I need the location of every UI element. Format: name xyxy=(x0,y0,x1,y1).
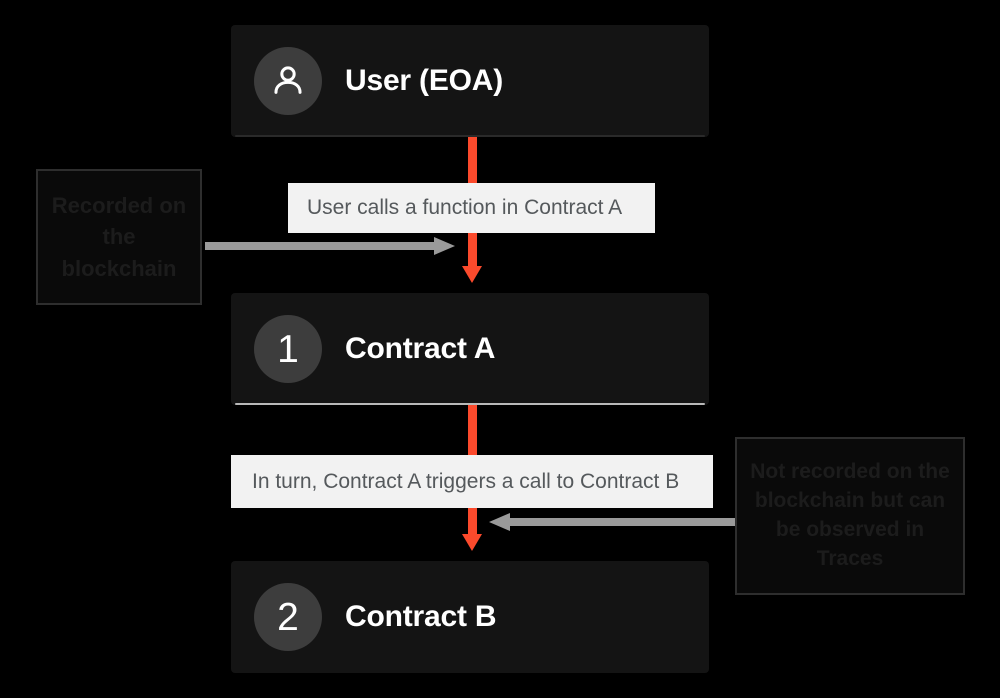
node-contract-a[interactable]: 1 Contract A xyxy=(231,293,709,405)
connector-arrow-right-annotation xyxy=(489,513,737,531)
step-number: 1 xyxy=(277,327,299,371)
connector-shaft xyxy=(507,518,737,526)
annotation-not-recorded-on-blockchain: Not recorded on the blockchain but can b… xyxy=(735,437,965,595)
step-number-badge: 2 xyxy=(254,583,322,651)
arrow-head-down-icon xyxy=(462,534,482,551)
person-icon xyxy=(254,47,322,115)
connector-arrow-left-annotation xyxy=(205,237,455,255)
node-user-eoa[interactable]: User (EOA) xyxy=(231,25,709,137)
annotation-recorded-on-blockchain: Recorded on the blockchain xyxy=(36,169,202,305)
node-contract-b[interactable]: 2 Contract B xyxy=(231,561,709,673)
connector-shaft xyxy=(205,242,437,250)
caption-contract-a-calls-contract-b: In turn, Contract A triggers a call to C… xyxy=(231,455,713,508)
node-label: User (EOA) xyxy=(345,64,504,97)
node-label: Contract A xyxy=(345,332,496,365)
step-number-badge: 1 xyxy=(254,315,322,383)
step-number: 2 xyxy=(277,595,299,639)
arrow-head-left-icon xyxy=(489,513,510,531)
caption-user-calls-contract-a: User calls a function in Contract A xyxy=(288,183,655,233)
node-label: Contract B xyxy=(345,600,497,633)
arrow-head-down-icon xyxy=(462,266,482,283)
arrow-head-right-icon xyxy=(434,237,455,255)
